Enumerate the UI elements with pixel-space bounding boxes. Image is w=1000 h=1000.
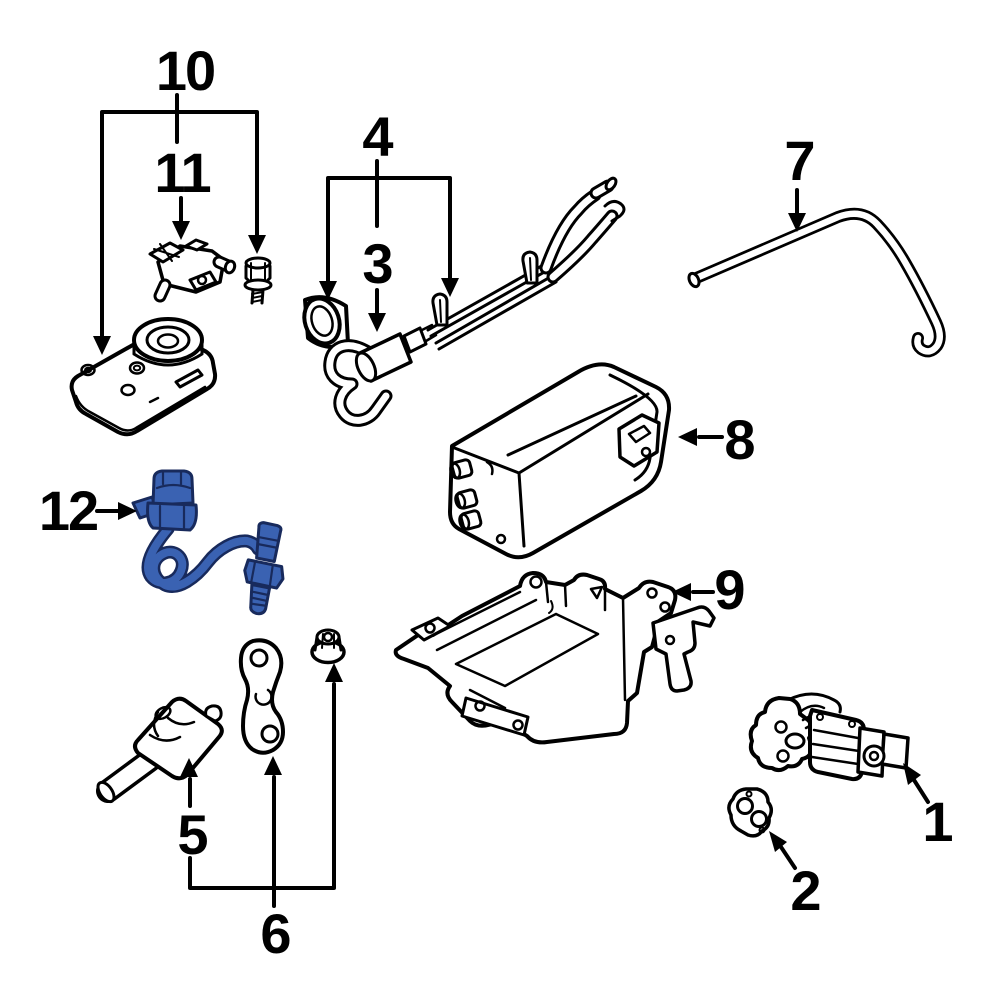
canister-nipple <box>449 458 474 480</box>
oxygen-sensor-probe <box>243 521 285 616</box>
callout-2[interactable]: 2 <box>790 859 821 922</box>
part-4-bushing[interactable] <box>299 294 350 349</box>
callout-10[interactable]: 10 <box>156 39 216 102</box>
callout-5[interactable]: 5 <box>177 803 209 866</box>
callout-7[interactable]: 7 <box>784 129 815 192</box>
part-7-hose[interactable] <box>687 207 946 358</box>
callout-3[interactable]: 3 <box>362 232 394 295</box>
part-6-gasket[interactable] <box>238 638 285 755</box>
leader-4 <box>319 159 459 300</box>
part-10-bolt[interactable] <box>243 256 273 305</box>
canister-nipple <box>458 509 483 531</box>
leader-2 <box>769 831 797 870</box>
canister-nipple <box>454 488 479 510</box>
part-9-bracket-tray[interactable] <box>393 571 716 745</box>
callout-1[interactable]: 1 <box>922 790 954 853</box>
callout-8[interactable]: 8 <box>724 408 756 471</box>
callout-11[interactable]: 11 <box>154 141 212 204</box>
part-2-egr-gasket[interactable] <box>727 787 773 838</box>
part-10-base-plate[interactable] <box>69 317 218 437</box>
leader-9 <box>672 583 715 601</box>
leader-11 <box>172 196 190 240</box>
part-3-pipe-assembly[interactable] <box>323 176 626 427</box>
leader-1 <box>903 763 930 804</box>
leader-5 <box>180 663 343 890</box>
part-1-egr-valve[interactable] <box>748 692 910 782</box>
part-5-valve[interactable] <box>95 696 224 805</box>
part-6-nut[interactable] <box>310 628 346 665</box>
callout-12[interactable]: 12 <box>39 479 99 542</box>
leader-12 <box>95 502 137 520</box>
part-12-oxygen-sensor[interactable] <box>131 469 290 616</box>
part-11-solenoid-valve[interactable] <box>148 238 237 303</box>
callout-4[interactable]: 4 <box>362 105 395 168</box>
callout-9[interactable]: 9 <box>714 558 746 621</box>
part-8-canister[interactable] <box>448 362 672 560</box>
leader-7 <box>788 188 806 232</box>
leader-6 <box>264 756 282 908</box>
leader-10 <box>93 93 266 355</box>
leader-8 <box>678 428 724 446</box>
leader-3 <box>368 288 386 332</box>
callout-6[interactable]: 6 <box>260 902 292 965</box>
